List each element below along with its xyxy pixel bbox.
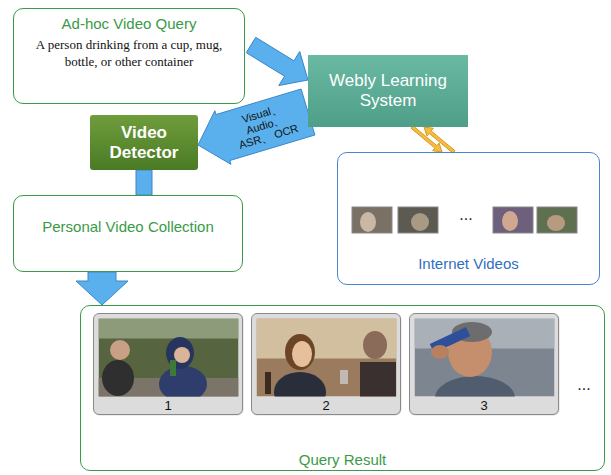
result-thumbnail: 1 [93, 313, 243, 415]
photo-shirt [435, 376, 515, 397]
process-label: Video Detector [98, 123, 190, 162]
photo [99, 319, 239, 397]
query-text: A person drinking from a cup, mug, bottl… [26, 37, 232, 71]
photo-frame [94, 314, 244, 416]
photo-person [102, 360, 134, 396]
rank-number: 3 [480, 398, 487, 413]
exchange-arrow [424, 127, 455, 153]
photo-glass [340, 370, 348, 384]
photo-face [110, 340, 130, 360]
photo-face [174, 347, 190, 363]
thumbnail-figure [547, 215, 565, 231]
rank-number: 2 [322, 398, 329, 413]
photo-person [360, 362, 396, 397]
photo [415, 319, 555, 397]
photo-face [292, 341, 312, 367]
process-box: Video Detector [90, 115, 198, 170]
flow-arrow [246, 37, 308, 85]
video-thumbnail [493, 207, 533, 233]
result-box: Query Result 1 2 3 [80, 305, 605, 471]
photo-bottle [265, 372, 271, 394]
flow-arrow [198, 89, 315, 164]
video-thumbnail [352, 207, 392, 233]
photo [257, 319, 397, 397]
box-heading: Internet Videos [418, 255, 519, 272]
query-box: Ad-hoc Video Query A person drinking from… [13, 8, 245, 104]
video-thumbnail [398, 207, 438, 233]
result-thumbnail: 3 [409, 313, 559, 415]
box-heading: Ad-hoc Video Query [62, 15, 197, 32]
rank-number: 1 [164, 398, 171, 413]
photo-person [274, 372, 326, 397]
photo-bottle [170, 360, 176, 376]
collection-box: Personal Video Collection [13, 195, 243, 272]
video-thumbnail [537, 207, 577, 233]
photo-frame [410, 314, 560, 416]
thumbnail-figure [502, 211, 518, 231]
ellipsis-label: ... [446, 206, 486, 224]
result-thumbnail: 2 [251, 313, 401, 415]
photo-face [363, 331, 387, 359]
photo-person [159, 366, 207, 397]
box-heading: Query Result [299, 451, 387, 468]
edge-label: Visual、 Audio、 ASR、 OCR [230, 98, 302, 151]
process-box: Webly Learning System [308, 55, 468, 127]
flow-arrow [76, 272, 128, 305]
photo-wall [257, 319, 397, 359]
thumbnail-figure [360, 212, 376, 232]
ellipsis-label: ... [566, 376, 602, 394]
flow-stem [136, 170, 152, 195]
process-label: Webly Learning System [318, 71, 458, 112]
thumbnail-figure [411, 213, 429, 231]
photo-frame [252, 314, 402, 416]
photo-sky [99, 319, 239, 339]
photo-hand [431, 345, 449, 359]
photo-hair [285, 334, 315, 370]
box-heading: Personal Video Collection [42, 218, 214, 235]
